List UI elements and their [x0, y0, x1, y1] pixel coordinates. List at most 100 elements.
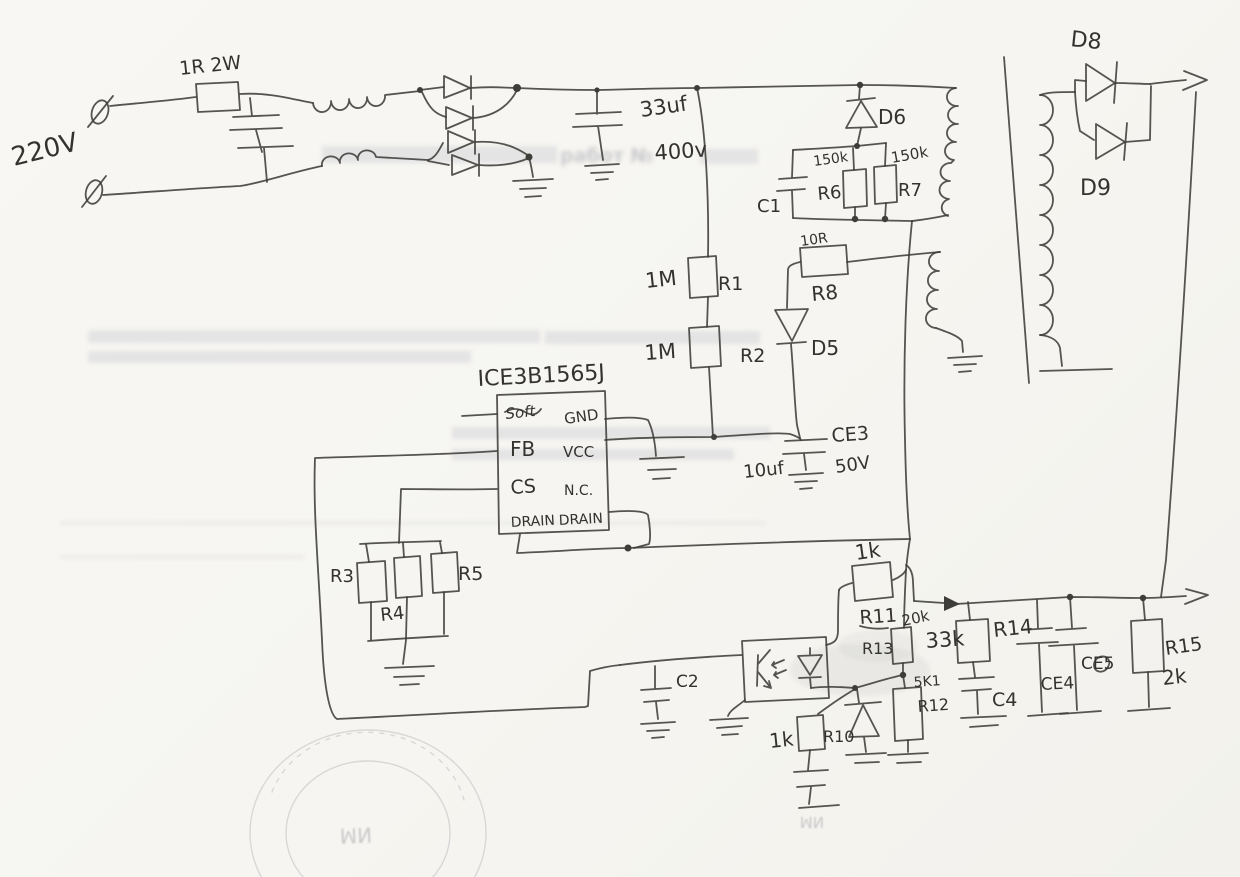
label-r15-value: 2k	[1161, 664, 1188, 690]
label-r6: R6	[817, 182, 843, 205]
label-r11: R11	[859, 604, 898, 629]
primary-winding	[938, 87, 959, 217]
resistor-r10	[796, 714, 826, 752]
label-pin-nc: N.C.	[564, 483, 593, 499]
capacitor-ce3	[782, 438, 828, 471]
resistor-r2	[688, 325, 722, 369]
label-r14-value: 33k	[925, 626, 966, 653]
optocoupler-body	[741, 636, 830, 703]
mains-input	[81, 81, 429, 208]
diode-d9	[1095, 123, 1126, 160]
label-d5: D5	[811, 336, 839, 360]
capacitor-c2	[640, 665, 672, 720]
resistor-r11	[851, 561, 894, 602]
label-pin-soft: Soft	[505, 402, 538, 423]
bulk-capacitor	[572, 89, 623, 181]
output-filter	[955, 588, 1209, 728]
label-ce5: CE5	[1081, 654, 1114, 674]
output-arrow-bottom	[1184, 588, 1209, 605]
capacitor-c4	[958, 676, 995, 715]
x-capacitor	[229, 97, 294, 183]
phase-terminal-bottom	[84, 179, 104, 205]
secondary-ground-bar	[1039, 368, 1113, 372]
label-pin-vcc: VCC	[563, 443, 594, 461]
resistor-r13	[890, 626, 914, 665]
label-pin-cs: CS	[510, 475, 537, 499]
label-pin-gnd: GND	[563, 405, 600, 428]
label-fuse: 1R 2W	[178, 52, 242, 80]
output-arrow-top	[1182, 70, 1208, 91]
label-pin-drain-right: DRAIN	[558, 511, 603, 529]
primary-return-wire	[903, 220, 913, 540]
label-r15: R15	[1164, 633, 1204, 660]
aux-ground	[947, 355, 983, 373]
capacitor-c1	[776, 149, 808, 219]
capacitor-ce4	[1016, 599, 1059, 713]
hv-rail	[516, 81, 957, 93]
feedback-network	[313, 450, 960, 809]
label-pin-fb: FB	[510, 437, 535, 461]
resistor-r4	[393, 555, 423, 599]
resistor-r1	[687, 255, 719, 299]
label-c4: C4	[992, 689, 1017, 711]
label-r8: R8	[810, 280, 839, 306]
choke-winding-bottom	[320, 149, 429, 167]
transformer	[846, 56, 1113, 384]
ic-body	[496, 390, 610, 535]
label-r13-value: 20k	[900, 606, 931, 629]
label-r13: R13	[862, 639, 893, 658]
current-sense	[356, 540, 460, 686]
label-r12-value: 5K1	[913, 673, 941, 691]
scan-smudges	[790, 630, 930, 696]
resistor-r14	[955, 618, 991, 664]
aux-supply	[774, 244, 849, 490]
resistor-r7	[873, 164, 898, 205]
ce5-scribble	[1093, 655, 1111, 673]
bridge-ground	[512, 178, 554, 198]
clamp-network	[776, 84, 913, 223]
print-through-artifacts: работ №	[60, 145, 770, 558]
resistor-r6	[842, 168, 868, 209]
print-fragment-text: работ №	[560, 145, 653, 167]
diode-d6	[845, 100, 878, 129]
capacitor-ce5	[1048, 596, 1099, 711]
resistor-r15	[1130, 618, 1165, 674]
shunt-regulator	[844, 688, 882, 753]
resistor-r5	[430, 551, 460, 594]
labels: 220V 1R 2W 33uf 400v C1 D6 150k R6 150k …	[8, 27, 1203, 831]
label-r6-value: 150k	[812, 149, 850, 170]
label-r10-value: 1k	[768, 727, 795, 753]
diode-d5	[774, 308, 809, 345]
resistor-r8	[799, 244, 849, 278]
label-c2: C2	[676, 672, 699, 692]
label-ce3-value: 10uf	[742, 458, 785, 483]
label-r5: R5	[458, 563, 483, 585]
label-r1-value: 1M	[644, 266, 678, 293]
label-r12: R12	[917, 695, 950, 716]
choke-winding-top	[312, 90, 421, 113]
resistor-r3	[356, 560, 388, 604]
opto-led	[797, 647, 823, 689]
label-r8-value: 10R	[799, 230, 829, 250]
aux-winding	[925, 251, 941, 329]
fuse-resistor	[195, 81, 241, 113]
label-c1: C1	[757, 196, 781, 217]
stamp: ИМ	[249, 729, 487, 877]
label-d8: D8	[1069, 27, 1102, 55]
label-bulkcap-value: 33uf	[638, 92, 689, 122]
label-r3: R3	[330, 566, 354, 587]
diode-d8	[1085, 63, 1116, 102]
label-r14: R14	[992, 614, 1034, 642]
label-d9: D9	[1080, 176, 1111, 201]
ce3-ground	[788, 472, 824, 490]
c2-ground	[640, 721, 676, 739]
label-mains-voltage: 220V	[8, 127, 81, 172]
label-r7-value: 150k	[890, 143, 930, 167]
drain-wire	[627, 538, 911, 549]
label-r11-value: 1k	[853, 538, 882, 565]
right-edge-wire	[1160, 91, 1197, 598]
watermark-text: ИМ	[800, 813, 824, 831]
label-r7: R7	[898, 180, 922, 201]
